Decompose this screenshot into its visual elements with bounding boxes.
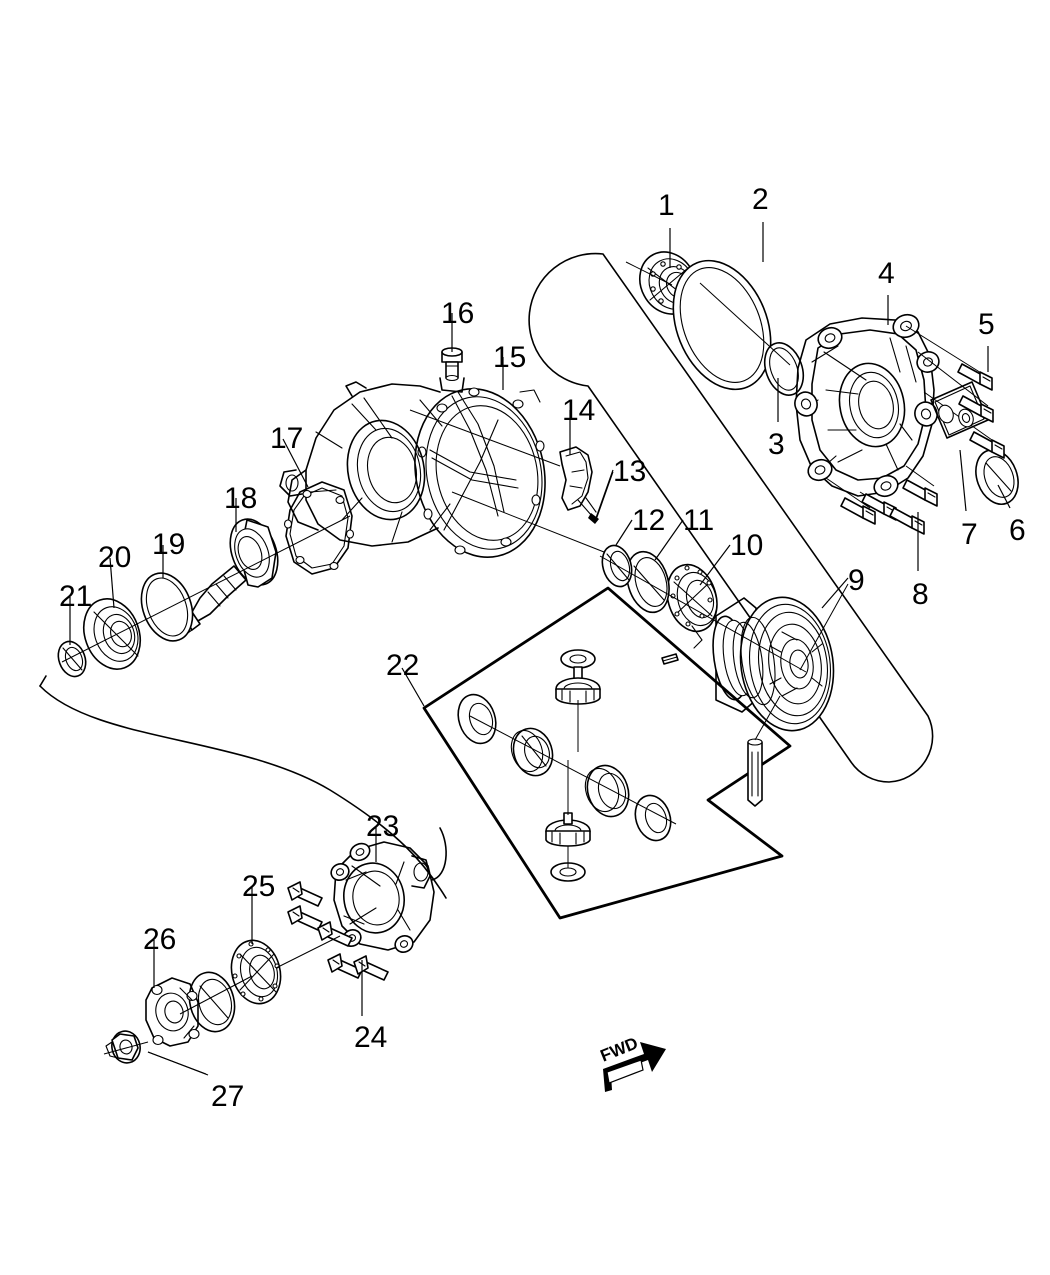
callout-number-13: 13: [613, 455, 647, 488]
cover-bolts: [840, 363, 1005, 535]
callout-leader-lines: [69, 222, 1011, 1076]
leader-line-17: [282, 438, 309, 488]
part-22-differential-gear-kit: [422, 586, 792, 920]
leader-line-12: [615, 519, 633, 546]
part-4-differential-cover-housing: [794, 313, 993, 515]
callout-number-15: 15: [493, 341, 527, 374]
callout-number-24: 24: [354, 1021, 388, 1054]
part-15-axle-carrier-housing: [279, 377, 546, 559]
callout-number-20: 20: [98, 541, 132, 574]
part-3-small-o-ring: [763, 342, 805, 396]
callout-number-4: 4: [878, 257, 895, 290]
callout-number-17: 17: [270, 422, 304, 455]
callout-number-6: 6: [1009, 514, 1026, 547]
part-27-shim-washer: [188, 971, 236, 1033]
part-17-pinion-flange-gasket: [283, 481, 355, 575]
callout-number-22: 22: [386, 649, 420, 682]
callout-number-3: 3: [768, 428, 785, 461]
callout-number-14: 14: [562, 394, 596, 427]
leader-line-13: [595, 469, 614, 519]
forward-direction-arrow: [603, 1042, 666, 1092]
axle-tube-lower-left: [39, 675, 447, 899]
leader-line-22: [401, 667, 425, 707]
part-19-o-ring-seal: [140, 572, 194, 642]
callout-number-25: 25: [242, 870, 276, 903]
callout-number-26: 26: [143, 923, 177, 956]
leader-line-11: [654, 519, 684, 561]
part-20-input-bearing: [82, 598, 142, 670]
part-26-axle-end-cap: [145, 977, 200, 1047]
part-11-bearing-shim-ring: [626, 550, 670, 614]
part-25-side-bearing: [230, 935, 341, 1005]
part-24-case-bolts: [287, 881, 389, 981]
part-18-pinion-shaft-with-bearing: [175, 518, 279, 638]
part-14-oil-baffle-deflector: [559, 446, 599, 524]
callout-number-10: 10: [730, 529, 764, 562]
part-21-small-seal-ring: [57, 640, 87, 678]
leader-line-10: [699, 544, 731, 586]
part-16-vent-plug: [441, 347, 463, 382]
leader-line-7: [959, 449, 967, 512]
callout-number-9: 9: [848, 564, 865, 597]
callout-number-12: 12: [632, 504, 666, 537]
leader-line-27: [147, 1051, 209, 1076]
part-9-ring-gear-assembly: [712, 583, 849, 732]
callout-number-11: 11: [683, 504, 715, 537]
callout-number-16: 16: [441, 297, 475, 330]
leader-line-20: [109, 557, 115, 609]
axle-end-nut: [105, 1030, 141, 1064]
callout-number-27: 27: [211, 1080, 245, 1113]
callout-number-2: 2: [752, 183, 769, 216]
leader-line-6: [997, 484, 1011, 509]
callout-number-5: 5: [978, 308, 995, 341]
callout-number-19: 19: [152, 528, 186, 561]
axle-tube: [528, 252, 934, 783]
callout-number-23: 23: [366, 810, 400, 843]
callout-number-18: 18: [224, 482, 258, 515]
leader-line-9: [821, 577, 849, 609]
callout-number-1: 1: [658, 189, 675, 222]
part-6-seal-ring: [975, 449, 1019, 505]
callout-number-21: 21: [59, 580, 93, 613]
part-2-large-o-ring: [672, 259, 772, 391]
callout-number-7: 7: [961, 518, 978, 551]
callout-number-8: 8: [912, 578, 929, 611]
